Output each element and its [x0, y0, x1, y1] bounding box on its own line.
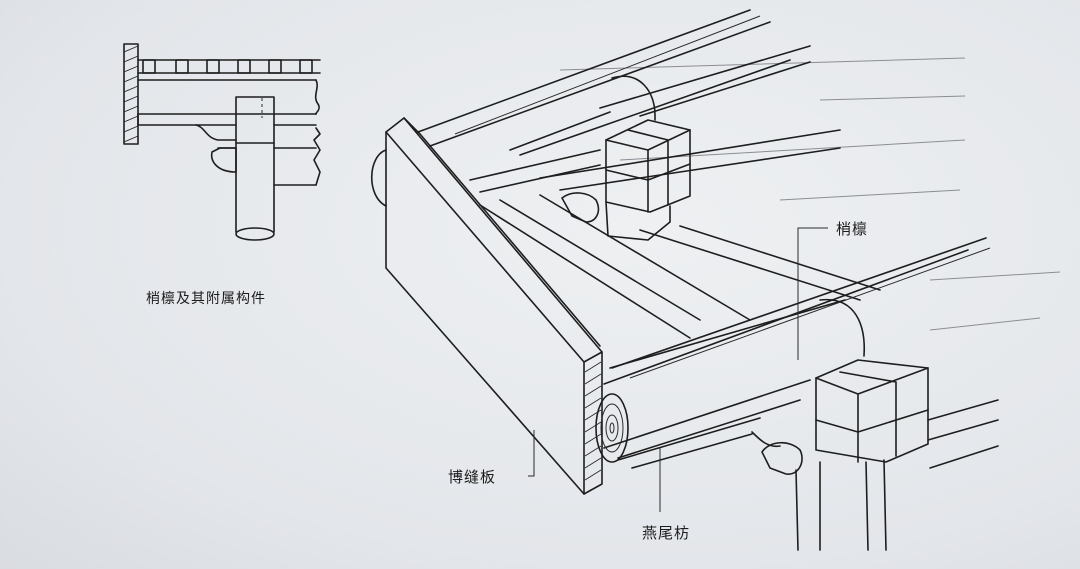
detail-section-view: [123, 43, 321, 241]
swallowtail-tie: [617, 417, 781, 469]
back-bracket: [561, 192, 600, 223]
back-block: [605, 119, 691, 241]
gable-board: [385, 117, 603, 495]
detail-bracket: [210, 147, 237, 173]
detail-rafter-heads: [137, 59, 321, 74]
side-beam: [479, 194, 881, 339]
detail-column: [235, 142, 275, 233]
label-purlin: 梢檩: [836, 220, 869, 238]
leader-lines: [528, 227, 828, 512]
front-block: [815, 359, 929, 463]
front-columns: [795, 459, 887, 551]
detail-wall: [123, 43, 139, 145]
right-beam: [927, 399, 999, 469]
main-isometric-view: [370, 9, 1061, 551]
detail-break-line: [314, 79, 320, 115]
front-purlin: [603, 237, 991, 459]
detail-purlin: [137, 79, 317, 115]
purlin-end-left: [370, 149, 387, 207]
back-purlin: [417, 9, 841, 193]
detail-block: [235, 96, 275, 144]
purlin-end-grain: [595, 393, 629, 463]
detail-caption: 梢檩及其附属构件: [146, 291, 266, 307]
front-bracket: [761, 441, 803, 475]
label-swallowtail-tie: 燕尾枋: [642, 524, 691, 542]
detail-wall-hatching: [123, 45, 139, 143]
label-gable-board: 博缝板: [448, 468, 497, 486]
